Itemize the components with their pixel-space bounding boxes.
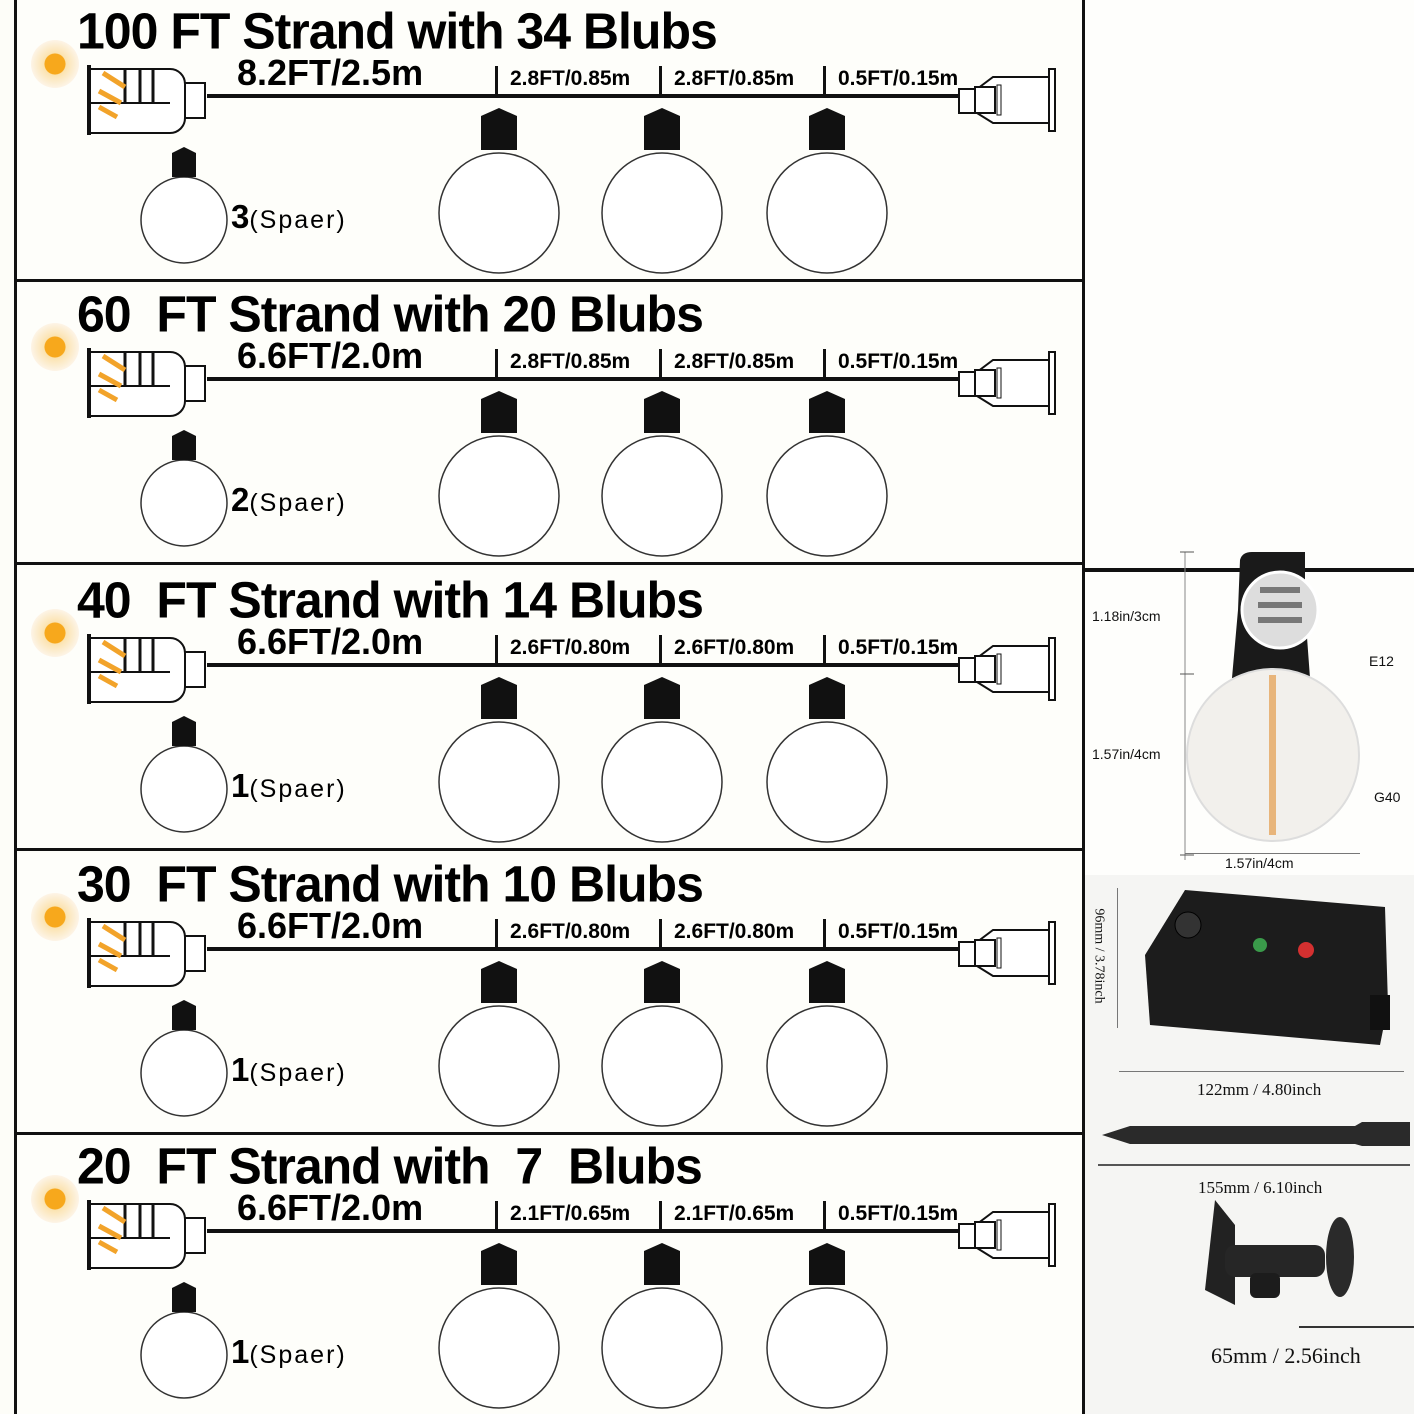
- dimension-line: [1185, 853, 1360, 854]
- cable-line: [207, 94, 977, 98]
- bulb-icon: [140, 1000, 228, 1117]
- ground-stake-icon: [1102, 1122, 1410, 1146]
- bulb-icon: [766, 108, 888, 274]
- lead-length: 6.6FT/2.0m: [237, 905, 424, 946]
- segment-length: 2.1FT/0.65m: [495, 1201, 630, 1231]
- cable-line: [207, 947, 977, 951]
- base-type-label: E12: [1369, 653, 1394, 669]
- spare-count: 2(Spaer): [231, 481, 347, 518]
- bulb-icon: [438, 961, 560, 1127]
- strand-title: 40 FT Strand with 14 Blubs: [77, 571, 704, 629]
- segment-length: 0.5FT/0.15m: [823, 66, 958, 96]
- segment-length: 0.5FT/0.15m: [823, 919, 958, 949]
- segment-length: 2.8FT/0.85m: [659, 349, 794, 379]
- bulb-icon: [140, 716, 228, 833]
- cable-line: [207, 377, 977, 381]
- segment-length: 2.8FT/0.85m: [495, 66, 630, 96]
- segment-length: 0.5FT/0.15m: [823, 1201, 958, 1231]
- spare-count: 3(Spaer): [231, 198, 347, 235]
- sun-icon: [31, 893, 79, 941]
- solar-plug-icon: [87, 65, 206, 135]
- bulb-icon: [140, 430, 228, 547]
- strand-panel-30ft: 30 FT Strand with 10 Blubs 6.6FT/2.0m 2.…: [17, 853, 1082, 1135]
- lead-length: 6.6FT/2.0m: [237, 621, 424, 662]
- cable-line: [207, 1229, 977, 1233]
- solar-plug-icon: [87, 1200, 206, 1270]
- lead-length: 6.6FT/2.0m: [237, 1187, 424, 1228]
- sun-icon: [31, 1175, 79, 1223]
- bulb-icon: [438, 677, 560, 843]
- segment-length: 2.8FT/0.85m: [495, 349, 630, 379]
- bracket-length-label: 65mm / 2.56inch: [1211, 1343, 1361, 1368]
- bulb-icon: [766, 391, 888, 557]
- strand-panel-20ft: 20 FT Strand with 7 Blubs 6.6FT/2.0m 2.1…: [17, 1135, 1082, 1414]
- g40-bulb-photo-icon: [1180, 551, 1360, 860]
- segment-length: 2.6FT/0.80m: [495, 635, 630, 665]
- solar-plug-icon: [87, 348, 206, 418]
- solar-control-box-icon: [1145, 890, 1390, 1045]
- bulb-icon: [601, 961, 723, 1127]
- end-socket-icon: [958, 351, 1056, 415]
- dimension-line: [1299, 1326, 1414, 1328]
- box-height-label: 96mm / 3.78inch: [1091, 908, 1107, 1004]
- sun-icon: [31, 323, 79, 371]
- segment-length: 0.5FT/0.15m: [823, 349, 958, 379]
- dimension-line: [1098, 1164, 1410, 1166]
- end-socket-icon: [958, 68, 1056, 132]
- spare-count: 1(Spaer): [231, 1333, 347, 1370]
- spare-count: 1(Spaer): [231, 1051, 347, 1088]
- strand-title: 60 FT Strand with 20 Blubs: [77, 285, 704, 343]
- bulb-icon: [140, 1282, 228, 1399]
- solar-plug-icon: [87, 918, 206, 988]
- lead-length: 6.6FT/2.0m: [237, 335, 424, 376]
- spec-column: 1.18in/3cm 1.57in/4cm E12 G40 1.57in/4cm…: [1085, 0, 1414, 1414]
- bulb-icon: [601, 108, 723, 274]
- dimension-line: [1119, 1071, 1404, 1072]
- strand-title: 30 FT Strand with 10 Blubs: [77, 855, 704, 913]
- segment-length: 2.6FT/0.80m: [659, 919, 794, 949]
- cable-line: [207, 663, 977, 667]
- socket-height-label: 1.18in/3cm: [1092, 608, 1161, 624]
- strand-panel-100ft: 100 FT Strand with 34 Blubs 8.2FT/2.5m 2…: [17, 0, 1082, 282]
- strand-panel-60ft: 60 FT Strand with 20 Blubs 6.6FT/2.0m 2.…: [17, 283, 1082, 565]
- box-width-label: 122mm / 4.80inch: [1197, 1080, 1322, 1099]
- end-socket-icon: [958, 1203, 1056, 1267]
- bulb-icon: [140, 147, 228, 264]
- segment-length: 2.6FT/0.80m: [659, 635, 794, 665]
- bulb-icon: [438, 1243, 560, 1409]
- bulb-width-label: 1.57in/4cm: [1225, 855, 1294, 871]
- strand-panel-40ft: 40 FT Strand with 14 Blubs 6.6FT/2.0m 2.…: [17, 569, 1082, 851]
- segment-length: 2.6FT/0.80m: [495, 919, 630, 949]
- solar-plug-icon: [87, 634, 206, 704]
- strand-title: 100 FT Strand with 34 Blubs: [77, 2, 718, 60]
- bulb-icon: [601, 1243, 723, 1409]
- bulb-icon: [766, 677, 888, 843]
- bulb-icon: [601, 677, 723, 843]
- segment-length: 2.1FT/0.65m: [659, 1201, 794, 1231]
- segment-length: 2.8FT/0.85m: [659, 66, 794, 96]
- dimension-line: [1117, 888, 1118, 1028]
- bulb-icon: [438, 108, 560, 274]
- end-socket-icon: [958, 921, 1056, 985]
- lead-length: 8.2FT/2.5m: [237, 52, 424, 93]
- spare-count: 1(Spaer): [231, 767, 347, 804]
- strand-diagram-column: 100 FT Strand with 34 Blubs 8.2FT/2.5m 2…: [14, 0, 1085, 1414]
- bulb-height-label: 1.57in/4cm: [1092, 746, 1161, 762]
- bulb-icon: [766, 961, 888, 1127]
- mounting-bracket-icon: [1205, 1200, 1354, 1305]
- bulb-type-label: G40: [1374, 789, 1401, 805]
- stake-length-label: 155mm / 6.10inch: [1198, 1178, 1323, 1197]
- sun-icon: [31, 609, 79, 657]
- end-socket-icon: [958, 637, 1056, 701]
- segment-length: 0.5FT/0.15m: [823, 635, 958, 665]
- bulb-icon: [438, 391, 560, 557]
- strand-title: 20 FT Strand with 7 Blubs: [77, 1137, 703, 1195]
- bulb-icon: [601, 391, 723, 557]
- bulb-icon: [766, 1243, 888, 1409]
- sun-icon: [31, 40, 79, 88]
